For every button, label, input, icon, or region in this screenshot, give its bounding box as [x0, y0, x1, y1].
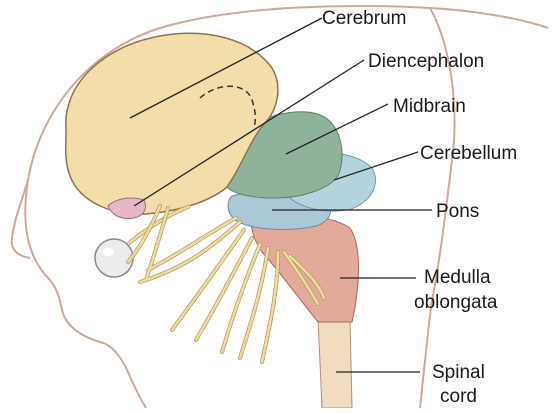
eye-highlight: [102, 248, 114, 256]
label-pons: Pons: [436, 201, 479, 222]
label-spinal-line2: cord: [440, 386, 477, 407]
eye-shape: [95, 239, 133, 277]
label-cerebrum: Cerebrum: [322, 8, 406, 29]
spinal-cord-shape: [318, 318, 352, 408]
label-diencephalon: Diencephalon: [368, 51, 484, 72]
label-cerebellum: Cerebellum: [420, 143, 517, 164]
label-medulla-line2: oblongata: [414, 292, 498, 313]
label-medulla-line1: Medulla: [424, 267, 491, 288]
label-midbrain: Midbrain: [393, 96, 466, 117]
label-spinal-line1: Spinal: [432, 362, 485, 383]
